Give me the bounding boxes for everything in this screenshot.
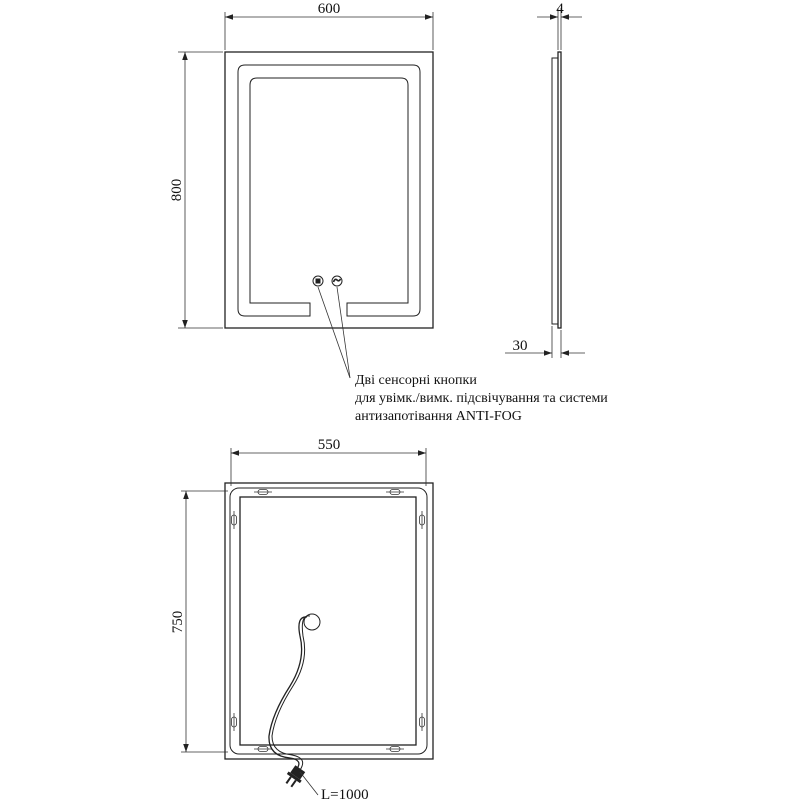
side-view: 4 30 [505,1,585,358]
side-frame-body [551,57,559,325]
callout: Дві сенсорні кнопки для увімк./вимк. під… [317,286,608,424]
callout-line-1: Дві сенсорні кнопки [355,373,477,388]
front-led-strip-outer [237,64,421,317]
back-panel [239,496,417,746]
mounting-hangers [231,489,425,752]
front-height-label: 800 [169,179,185,202]
front-view: 600 800 [169,1,434,329]
side-depth-label: 30 [513,338,528,354]
back-frame-outline [229,487,428,755]
power-cable [268,613,321,771]
cable-length-label: L=1000 [321,787,369,800]
cable-outlet [303,613,321,631]
front-width-label: 600 [318,1,341,17]
side-thickness-label: 4 [556,1,564,17]
front-mirror-outline [224,51,434,329]
back-view: L=1000 550 750 [170,437,434,800]
plug-icon [285,765,306,788]
back-width-label: 550 [318,437,341,453]
back-height-label: 750 [170,611,186,634]
callout-line-3: антизапотівання ANTI-FOG [355,409,522,424]
touch-button-light [312,275,324,287]
touch-button-antifog [331,275,343,287]
callout-line-2: для увімк./вимк. підсвічування та систем… [355,391,608,406]
back-glass-outline [224,482,434,760]
